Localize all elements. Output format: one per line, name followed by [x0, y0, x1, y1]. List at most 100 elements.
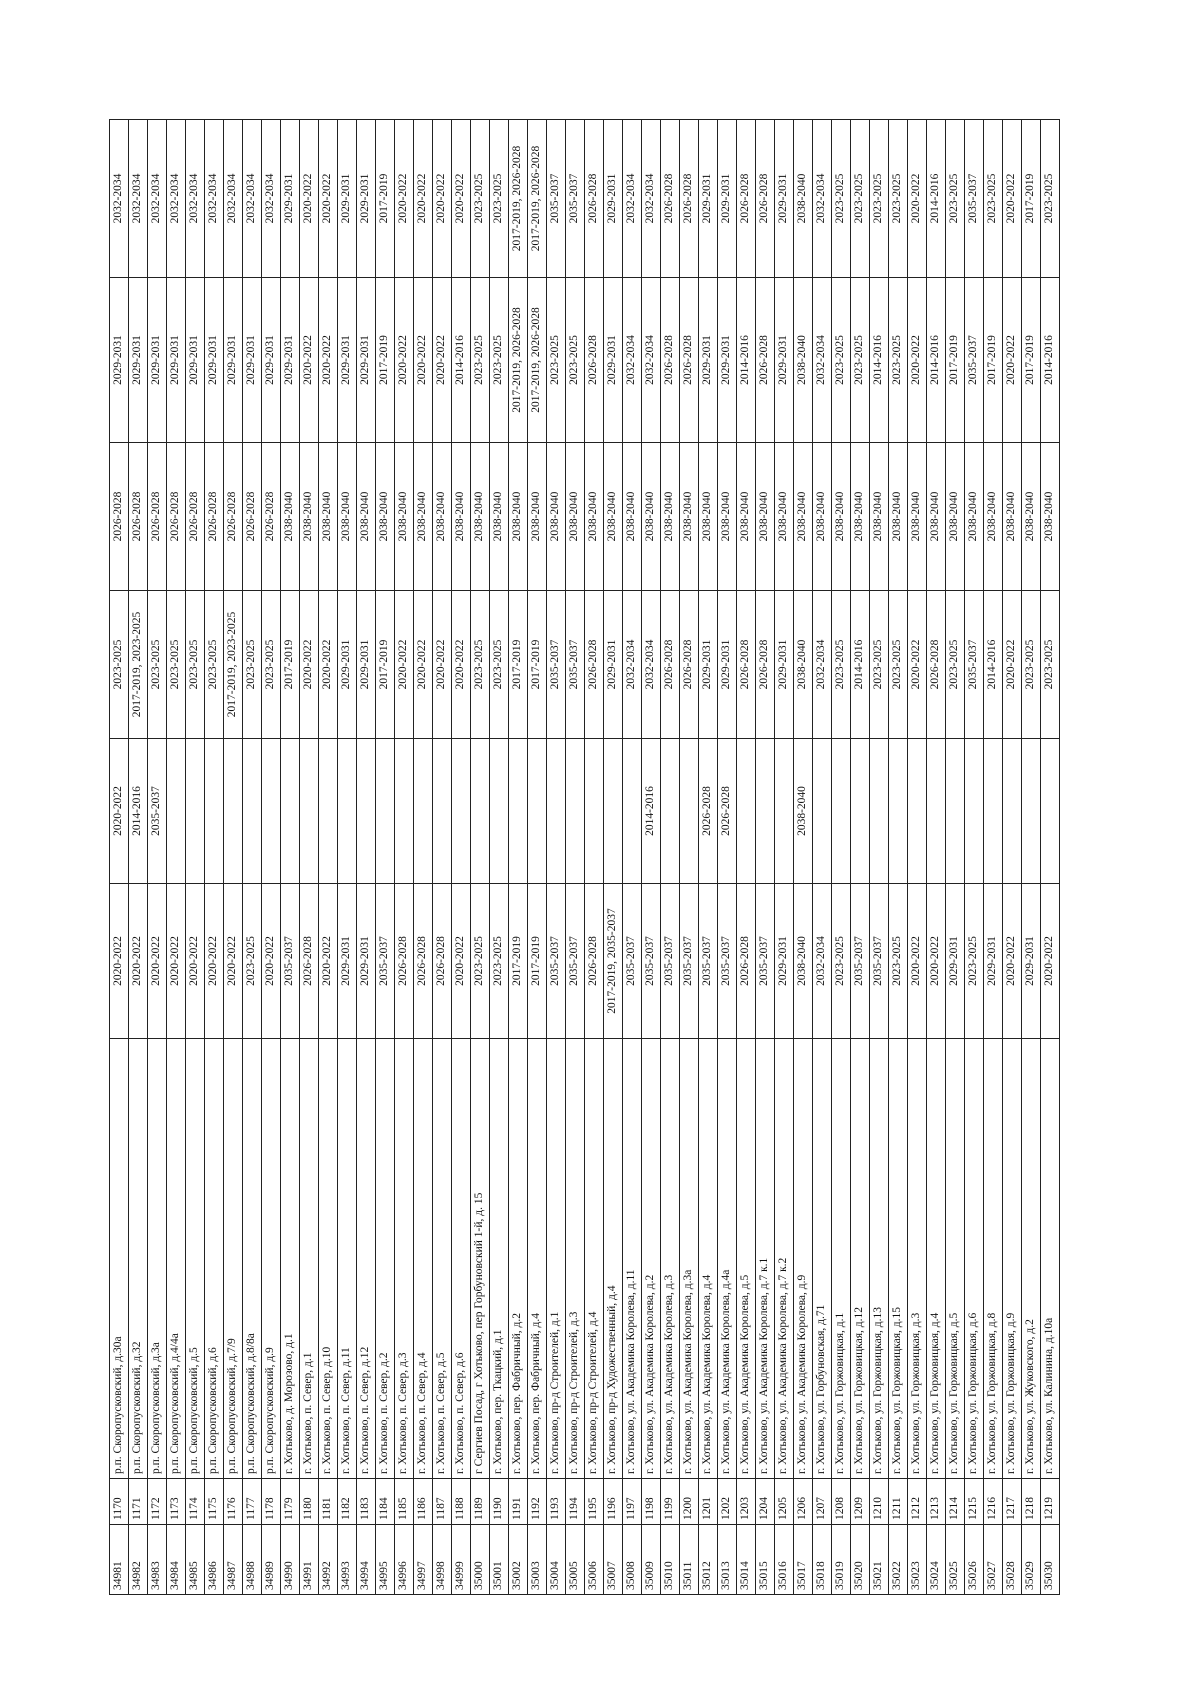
- period-cell-5: 2017-2019, 2026-2028: [527, 277, 547, 443]
- period-cell-2: [812, 738, 832, 884]
- address-cell: р.п. Скоропусковский, д.5: [185, 1038, 205, 1479]
- period-cell-6: 2032-2034: [641, 119, 661, 278]
- period-cell-5: 2014-2016: [926, 277, 946, 443]
- period-cell-6: 2017-2019, 2026-2028: [527, 119, 547, 278]
- period-cell-5: 2020-2022: [907, 277, 927, 443]
- address-cell: р.п. Скоропусковский, д.3а: [147, 1038, 167, 1479]
- period-cell-1: 2035-2037: [280, 883, 300, 1039]
- address-cell: г. Хотьково, ул. Академика Королева, д.4: [698, 1038, 718, 1479]
- record-id-cell: 35028: [1002, 1524, 1022, 1595]
- record-id-cell: 35022: [888, 1524, 908, 1595]
- period-cell-3: 2014-2016: [850, 590, 870, 739]
- address-cell: г. Хотьково, ул. Горжовицкая, д.13: [869, 1038, 889, 1479]
- address-cell: г. Хотьково, ул. Академика Королева, д.3: [660, 1038, 680, 1479]
- period-cell-4: 2026-2028: [261, 442, 281, 591]
- row-number-cell: 1179: [280, 1478, 300, 1525]
- record-id-cell: 35003: [527, 1524, 547, 1595]
- record-id-cell: 34981: [109, 1524, 129, 1595]
- period-cell-3: 2023-2025: [204, 590, 224, 739]
- period-cell-3: 2014-2016: [983, 590, 1003, 739]
- period-cell-5: 2023-2025: [546, 277, 566, 443]
- period-cell-6: 2029-2031: [774, 119, 794, 278]
- period-cell-2: [945, 738, 965, 884]
- period-cell-3: 2026-2028: [926, 590, 946, 739]
- address-cell: г. Хотьково, ул. Калинина, д.10а: [1040, 1038, 1060, 1479]
- address-cell: р.п. Скоропусковский, д.7/9: [223, 1038, 243, 1479]
- period-cell-5: 2029-2031: [204, 277, 224, 443]
- period-cell-3: 2035-2037: [546, 590, 566, 739]
- period-cell-2: 2020-2022: [109, 738, 129, 884]
- period-cell-2: [223, 738, 243, 884]
- record-id-cell: 35016: [774, 1524, 794, 1595]
- period-cell-3: 2023-2025: [470, 590, 490, 739]
- row-number-cell: 1194: [565, 1478, 585, 1525]
- period-cell-6: 2032-2034: [812, 119, 832, 278]
- period-cell-2: [318, 738, 338, 884]
- record-id-cell: 34982: [128, 1524, 148, 1595]
- period-cell-1: 2026-2028: [584, 883, 604, 1039]
- period-cell-3: 2020-2022: [413, 590, 433, 739]
- period-cell-6: 2035-2037: [546, 119, 566, 278]
- record-id-cell: 35000: [470, 1524, 490, 1595]
- period-cell-2: [527, 738, 547, 884]
- period-cell-6: 2026-2028: [679, 119, 699, 278]
- period-cell-6: 2020-2022: [394, 119, 414, 278]
- row-number-cell: 1172: [147, 1478, 167, 1525]
- period-cell-2: [546, 738, 566, 884]
- row-number-cell: 1208: [831, 1478, 851, 1525]
- period-cell-4: 2026-2028: [204, 442, 224, 591]
- period-cell-1: 2026-2028: [299, 883, 319, 1039]
- period-cell-1: 2026-2028: [394, 883, 414, 1039]
- period-cell-1: 2029-2031: [337, 883, 357, 1039]
- period-cell-4: 2038-2040: [926, 442, 946, 591]
- period-cell-5: 2017-2019: [945, 277, 965, 443]
- row-number-cell: 1205: [774, 1478, 794, 1525]
- period-cell-2: [1002, 738, 1022, 884]
- period-cell-4: 2038-2040: [1040, 442, 1060, 591]
- period-cell-5: 2020-2022: [432, 277, 452, 443]
- period-cell-4: 2038-2040: [717, 442, 737, 591]
- address-cell: г. Хотьково, п. Север, д.3: [394, 1038, 414, 1479]
- period-cell-1: 2020-2022: [261, 883, 281, 1039]
- period-cell-4: 2038-2040: [698, 442, 718, 591]
- period-cell-6: 2020-2022: [432, 119, 452, 278]
- period-cell-4: 2038-2040: [565, 442, 585, 591]
- period-cell-1: 2026-2028: [736, 883, 756, 1039]
- period-cell-5: 2023-2025: [831, 277, 851, 443]
- record-id-cell: 35010: [660, 1524, 680, 1595]
- period-cell-3: 2017-2019: [508, 590, 528, 739]
- period-cell-3: 2020-2022: [318, 590, 338, 739]
- period-cell-5: 2029-2031: [261, 277, 281, 443]
- row-number-cell: 1173: [166, 1478, 186, 1525]
- period-cell-3: 2017-2019: [280, 590, 300, 739]
- period-cell-1: 2023-2025: [242, 883, 262, 1039]
- period-cell-4: 2038-2040: [755, 442, 775, 591]
- address-cell: г. Хотьково, ул. Академика Королева, д.5: [736, 1038, 756, 1479]
- period-cell-4: 2038-2040: [394, 442, 414, 591]
- row-number-cell: 1201: [698, 1478, 718, 1525]
- period-cell-6: 2032-2034: [242, 119, 262, 278]
- period-cell-6: 2023-2025: [983, 119, 1003, 278]
- period-cell-3: 2023-2025: [869, 590, 889, 739]
- period-cell-5: 2020-2022: [413, 277, 433, 443]
- period-cell-6: 2032-2034: [185, 119, 205, 278]
- row-number-cell: 1189: [470, 1478, 490, 1525]
- period-cell-4: 2038-2040: [299, 442, 319, 591]
- row-number-cell: 1177: [242, 1478, 262, 1525]
- period-cell-1: 2020-2022: [1002, 883, 1022, 1039]
- period-cell-6: 2023-2025: [850, 119, 870, 278]
- period-cell-3: 2026-2028: [679, 590, 699, 739]
- address-cell: г. Хотьково, ул. Горжовицкая, д.12: [850, 1038, 870, 1479]
- period-cell-2: [185, 738, 205, 884]
- period-cell-3: 2017-2019, 2023-2025: [223, 590, 243, 739]
- period-cell-2: [432, 738, 452, 884]
- period-cell-6: 2023-2025: [1040, 119, 1060, 278]
